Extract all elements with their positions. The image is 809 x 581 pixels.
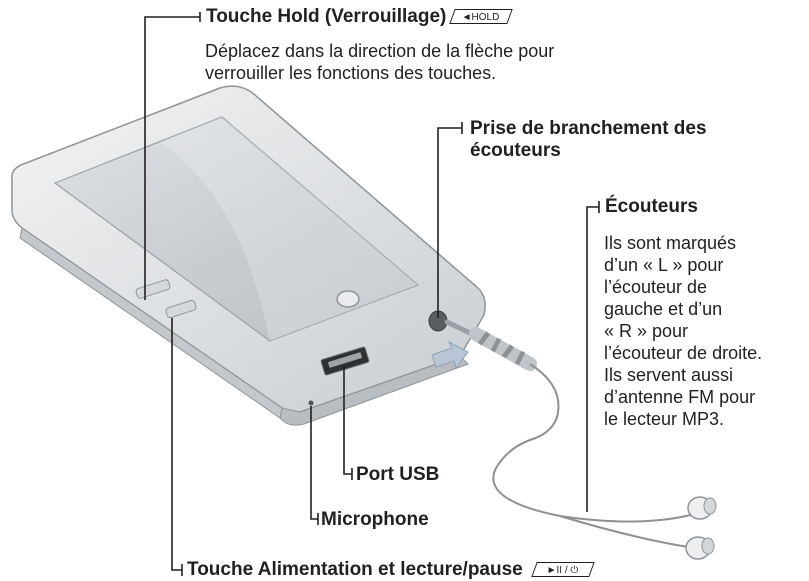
earphones-line: d’antenne FM pour — [604, 387, 756, 407]
mic-title: Microphone — [321, 509, 429, 530]
hold-description: Déplacez dans la direction de la flèche … — [205, 41, 555, 83]
power-play-icon: ►II / ⏻ — [531, 562, 595, 577]
earphone-cable — [444, 319, 717, 560]
earphones-line: l’écouteur de droite. — [604, 343, 763, 363]
mp3-player-body — [11, 85, 486, 426]
earphones-line: Ils sont marqués — [604, 233, 737, 253]
leader-hold — [144, 12, 201, 300]
usb-title: Port USB — [356, 464, 440, 485]
earphones-line: le lecteur MP3. — [604, 409, 725, 429]
earphones-line: l’écouteur de — [604, 277, 708, 297]
leader-usb — [343, 366, 353, 480]
leader-earphones — [586, 201, 600, 512]
earphones-title: Écouteurs — [605, 196, 698, 217]
earphones-line: Ils servent aussi — [604, 365, 734, 385]
earphones-line: gauche et d’un — [604, 299, 723, 319]
leader-jack — [437, 122, 463, 318]
jack-title-line1: Prise de branchement des — [470, 118, 707, 139]
hold-switch-icon: ◄HOLD — [449, 9, 513, 24]
leader-lines — [144, 12, 600, 576]
insert-arrow — [431, 340, 469, 370]
earphones-line: « R » pour — [604, 321, 689, 341]
hold-title: Touche Hold (Verrouillage) — [206, 6, 447, 27]
power-title: Touche Alimentation et lecture/pause — [187, 559, 523, 580]
leader-mic — [310, 406, 319, 525]
leader-power — [171, 318, 183, 576]
jack-title-line2: écouteurs — [470, 140, 561, 161]
earphones-line: d’un « L » pour — [604, 255, 724, 275]
earphones-description: Ils sont marqués d’un « L » pour l’écout… — [604, 232, 762, 430]
